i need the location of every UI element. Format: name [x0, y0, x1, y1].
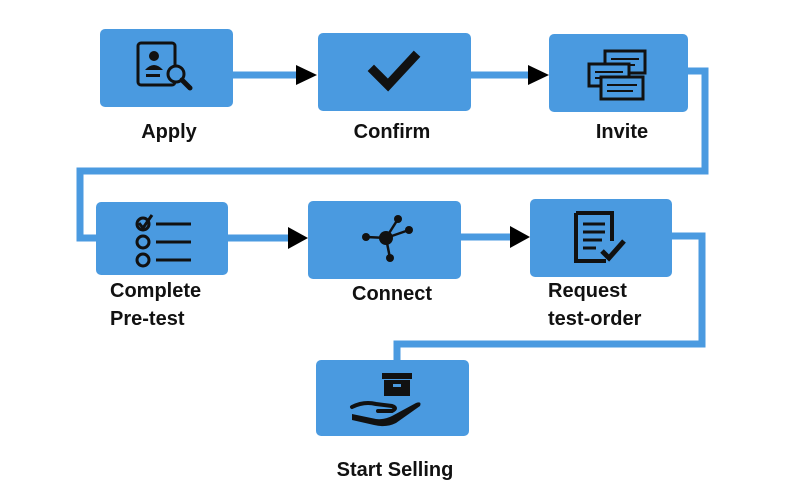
step-pretest-label: Pre-test: [110, 308, 185, 330]
arrowhead-to-invite: [528, 65, 549, 85]
connector-request-startselling: [393, 232, 706, 360]
arrowhead-to-connect: [288, 227, 308, 249]
hand-holding-box-icon: [350, 373, 421, 427]
checkmark-icon: [367, 50, 421, 92]
arrowhead-to-request: [510, 226, 530, 248]
network-hub-icon: [362, 215, 413, 262]
checklist-icon: [135, 214, 191, 268]
step-invite-label: Invite: [595, 121, 649, 143]
step-testorder-label: test-order: [548, 308, 642, 330]
step-start-selling-box: [316, 360, 469, 436]
step-connect-box: [308, 201, 461, 279]
step-request-testorder-box: [530, 199, 672, 277]
step-apply-box: [100, 29, 233, 107]
step-invite-box: [549, 34, 688, 112]
connector-invite-complete: [76, 67, 709, 242]
step-complete-pretest-box: [96, 202, 228, 275]
step-confirm-label: Confirm: [353, 121, 431, 143]
stacked-invitations-icon: [587, 49, 647, 101]
step-connect-label: Connect: [352, 283, 432, 305]
step-complete-label: Complete: [110, 280, 202, 302]
id-card-magnifier-icon: [136, 41, 193, 91]
document-check-icon: [574, 211, 626, 263]
step-apply-label: Apply: [141, 121, 197, 143]
step-start-selling-label: Start Selling: [336, 459, 454, 481]
arrowhead-to-confirm: [296, 65, 317, 85]
step-confirm-box: [318, 33, 471, 111]
step-request-label: Request: [548, 280, 627, 302]
